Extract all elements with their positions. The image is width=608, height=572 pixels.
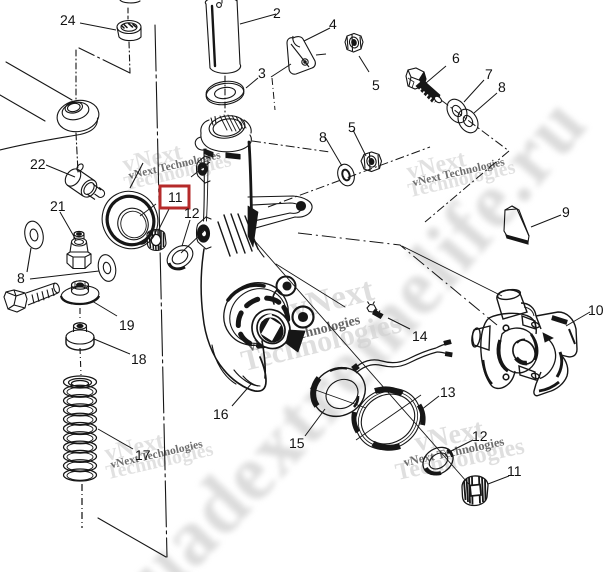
svg-text:18: 18: [131, 351, 147, 367]
svg-text:8: 8: [319, 129, 327, 145]
svg-text:6: 6: [452, 50, 460, 66]
svg-text:11: 11: [507, 463, 522, 479]
svg-text:9: 9: [562, 204, 570, 220]
svg-text:8: 8: [17, 270, 25, 286]
svg-text:15: 15: [289, 435, 305, 451]
svg-text:10: 10: [588, 302, 604, 318]
svg-text:12: 12: [184, 205, 200, 221]
svg-text:24: 24: [60, 12, 76, 28]
svg-text:4: 4: [329, 16, 337, 32]
svg-text:17: 17: [135, 447, 151, 463]
svg-text:16: 16: [213, 406, 229, 422]
svg-text:14: 14: [412, 328, 428, 344]
svg-text:8: 8: [498, 79, 506, 95]
svg-text:11: 11: [168, 189, 183, 205]
svg-text:2: 2: [273, 5, 281, 21]
svg-text:5: 5: [372, 77, 380, 93]
svg-text:5: 5: [348, 119, 356, 135]
svg-text:12: 12: [472, 428, 488, 444]
svg-text:19: 19: [119, 317, 135, 333]
svg-text:7: 7: [485, 66, 493, 82]
svg-text:21: 21: [50, 198, 66, 214]
svg-text:3: 3: [258, 65, 266, 81]
svg-text:22: 22: [30, 156, 46, 172]
svg-text:13: 13: [440, 384, 456, 400]
